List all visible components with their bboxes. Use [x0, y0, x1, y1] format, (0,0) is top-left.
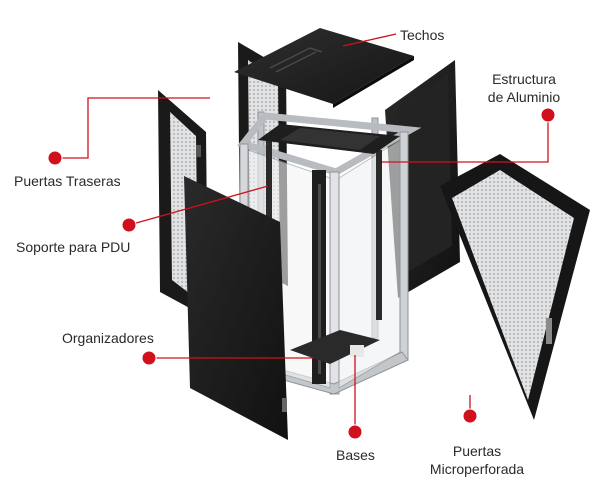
label-organizadores: Organizadores [62, 330, 154, 346]
label-puertas-micro: Puertas Microperforada [422, 442, 532, 478]
label-techos: Techos [400, 27, 445, 43]
label-puertas-micro-line1: Puertas [452, 443, 502, 459]
callout-markers [47, 107, 556, 440]
top-bracket [258, 124, 400, 154]
label-estructura-line2: de Aluminio [487, 89, 561, 105]
roof [234, 28, 414, 108]
marker-estructura [540, 107, 556, 123]
label-estructura: Estructura de Aluminio [478, 70, 570, 106]
callout-lines [55, 33, 549, 430]
label-soporte-pdu: Soporte para PDU [16, 239, 131, 255]
callout-line-estructura [382, 115, 549, 163]
label-puertas-traseras: Puertas Traseras [14, 173, 121, 189]
marker-bases [347, 424, 363, 440]
base [290, 330, 380, 364]
marker-puertas-micro [462, 408, 478, 424]
marker-soporte-pdu [121, 217, 137, 233]
left-side-panel [184, 176, 288, 440]
callout-line-puertas-traseras [55, 97, 210, 159]
label-puertas-micro-line2: Microperforada [429, 461, 525, 477]
marker-puertas-traseras [47, 150, 63, 166]
marker-organizadores [141, 350, 157, 366]
callout-line-soporte-pdu [128, 185, 269, 226]
micro-perforated-door [440, 154, 590, 420]
callout-line-techos [342, 33, 397, 47]
label-estructura-line1: Estructura [492, 71, 556, 87]
label-bases: Bases [336, 447, 375, 463]
pdu-rail [266, 140, 382, 384]
